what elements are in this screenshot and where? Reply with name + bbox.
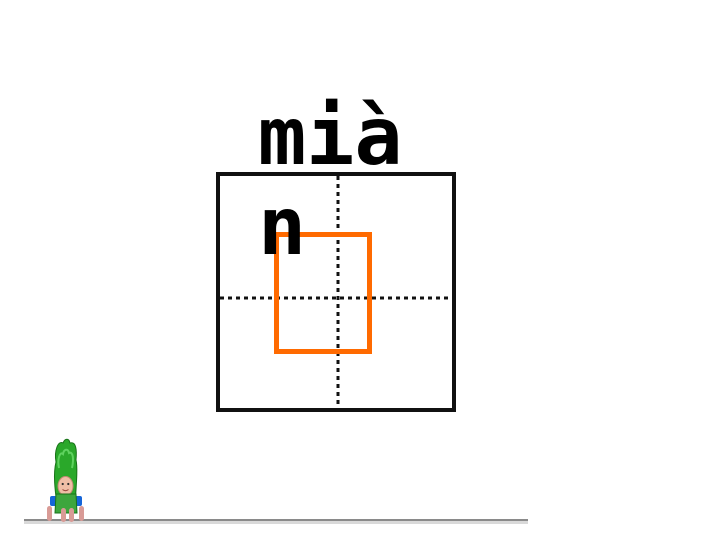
pinyin-label: miàn	[258, 90, 403, 273]
ground-line-graphic	[24, 519, 528, 524]
character-highlight-box	[274, 232, 372, 354]
tian-zi-grid	[216, 172, 456, 412]
green-haired-child-icon-graphic	[47, 438, 84, 522]
tian-zi-grid-graphic	[216, 172, 456, 412]
ground-line	[24, 509, 528, 524]
green-haired-child-icon	[42, 438, 88, 524]
character-highlight-box-graphic	[274, 232, 372, 354]
